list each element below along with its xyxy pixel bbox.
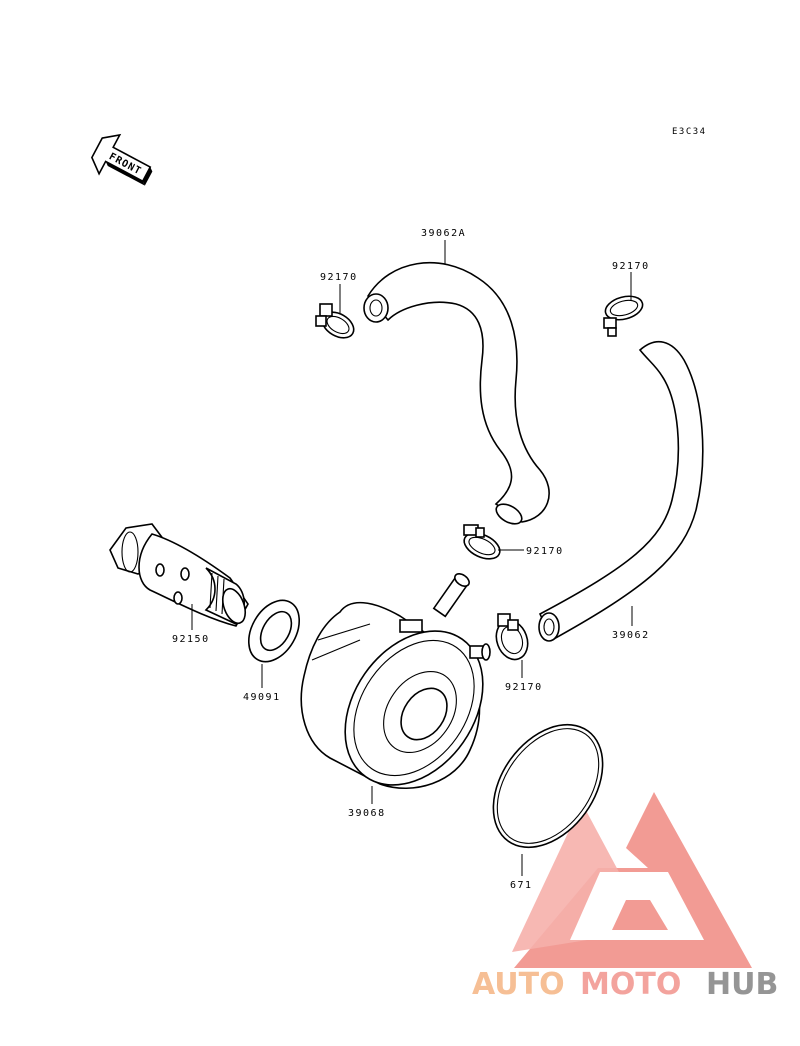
- part-label-49091: 49091: [243, 692, 281, 703]
- part-label-39062: 39062: [612, 630, 650, 641]
- watermark-hub: HUB: [706, 967, 778, 1002]
- part-label-92170-top-left: 92170: [320, 272, 358, 283]
- clamp-low-icon: [495, 613, 529, 661]
- clamp-top-left-icon: [315, 303, 355, 339]
- washer-icon: [247, 599, 301, 663]
- part-label-92170-mid: 92170: [526, 546, 564, 557]
- watermark-auto: AUTO: [472, 967, 565, 1002]
- upper-hose: [363, 261, 550, 525]
- watermark-moto: MOTO: [580, 967, 681, 1002]
- clamp-top-right-icon: [603, 295, 644, 337]
- clamp-mid-icon: [463, 524, 501, 560]
- leader-lines: [191, 240, 633, 876]
- bolt-icon: [109, 523, 249, 627]
- front-arrow-icon: FRONT: [90, 133, 153, 186]
- part-label-92150: 92150: [172, 634, 210, 645]
- part-label-92170-top-right: 92170: [612, 261, 650, 272]
- part-label-39062a: 39062A: [421, 228, 466, 239]
- part-label-671: 671: [510, 880, 533, 891]
- watermark-logo-icon: [512, 792, 752, 968]
- o-ring-icon: [492, 723, 604, 849]
- part-label-39068: 39068: [348, 808, 386, 819]
- right-hose: [538, 340, 704, 642]
- part-label-92170-low: 92170: [505, 682, 543, 693]
- watermark-text: AUTO MOTO HUB: [472, 967, 778, 1002]
- diagram-code: E3C34: [672, 127, 707, 137]
- oil-cooler-icon: [300, 573, 491, 789]
